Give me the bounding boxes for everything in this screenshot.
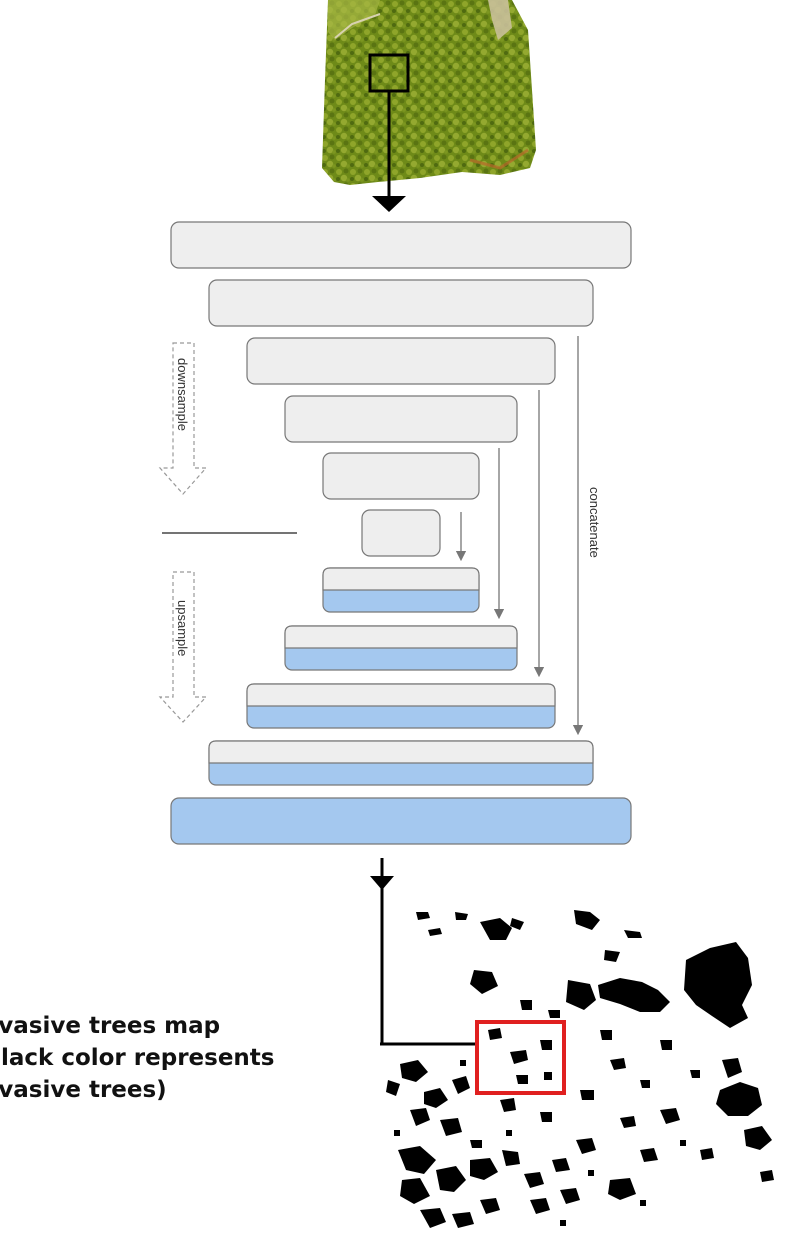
encoder-block-4	[284, 395, 518, 443]
decoder-block-2	[284, 625, 518, 671]
upsample-label: upsample	[175, 600, 190, 656]
output-block	[170, 797, 632, 845]
encoder	[170, 221, 632, 557]
encoder-block-3	[246, 337, 556, 385]
concatenate-label: concatenate	[587, 487, 602, 558]
encoder-block-5	[322, 452, 480, 500]
aerial-forest-image-icon	[322, 0, 536, 185]
skip-connections	[455, 336, 584, 736]
map-highlight-box	[475, 1020, 566, 1095]
decoder-block-1	[322, 567, 480, 613]
decoder	[170, 567, 632, 845]
bottleneck-block	[361, 509, 441, 557]
downsample-label: downsample	[175, 358, 190, 431]
output-arrowhead-icon	[370, 876, 394, 890]
caption-line-3: invasive trees)	[0, 1077, 167, 1103]
downsample-arrow-icon	[158, 342, 208, 495]
invasive-trees-map-icon	[386, 910, 774, 1228]
caption-line-1: invasive trees map	[0, 1013, 221, 1039]
input-arrowhead-icon	[372, 196, 406, 212]
decoder-block-4	[208, 740, 594, 786]
encoder-block-2	[208, 279, 594, 327]
map-caption: invasive trees map (black color represen…	[0, 1010, 374, 1106]
caption-line-2: (black color represents	[0, 1045, 275, 1071]
decoder-block-3	[246, 683, 556, 729]
encoder-block-1	[170, 221, 632, 269]
